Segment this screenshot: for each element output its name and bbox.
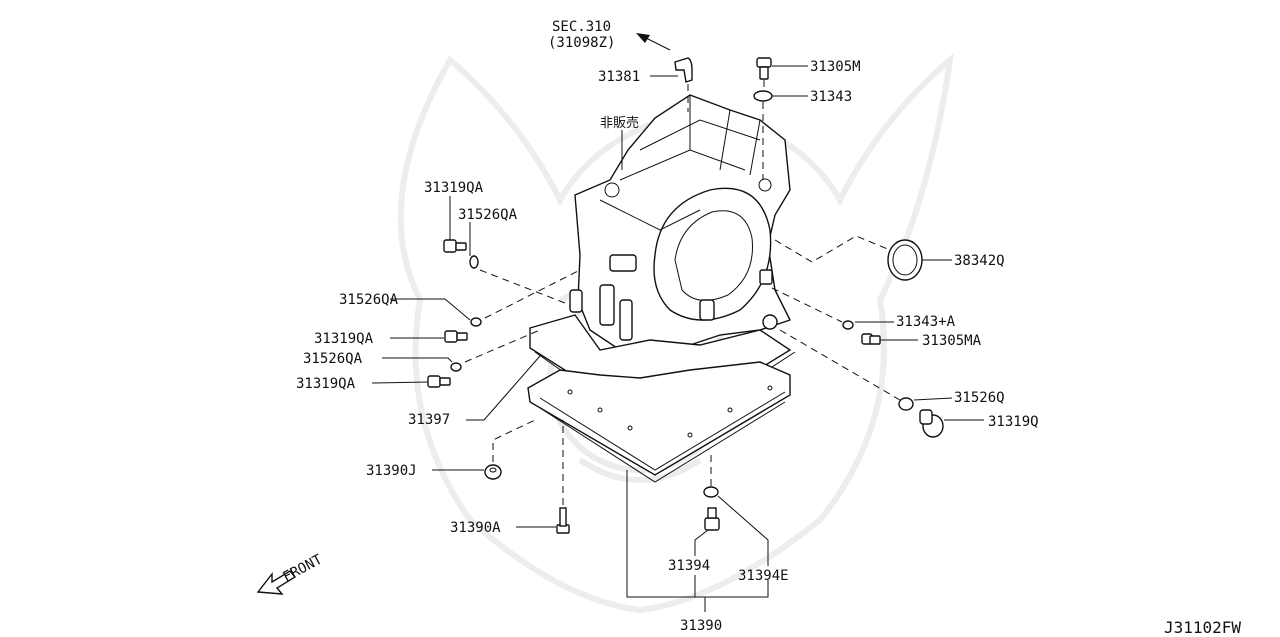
seal-38342q [887, 239, 923, 281]
label-31390: 31390 [680, 618, 722, 634]
label-31526qa-1: 31526QA [458, 207, 518, 223]
o-ring-31526q [898, 397, 914, 411]
plug-31305ma [861, 333, 881, 345]
label-31343: 31343 [810, 89, 852, 105]
label-31319q: 31319Q [988, 414, 1039, 430]
washer-31390j [484, 464, 502, 480]
label-31394e: 31394E [738, 568, 789, 584]
washer-31394e [703, 486, 719, 498]
label-not-for-sale: 非販売 [600, 115, 639, 131]
o-ring-31343 [753, 90, 773, 102]
label-31526qa-3: 31526QA [303, 351, 363, 367]
label-31394: 31394 [668, 558, 710, 574]
drain-plug-31394 [704, 507, 720, 531]
o-ring-31343a [842, 320, 854, 330]
label-31319qa-2: 31319QA [314, 331, 374, 347]
label-31319qa-3: 31319QA [296, 376, 356, 392]
label-38342q: 38342Q [954, 253, 1005, 269]
oil-pan [527, 361, 791, 483]
label-31390j: 31390J [366, 463, 417, 479]
bolt-31319qa-2 [444, 330, 468, 343]
label-31305ma: 31305MA [922, 333, 982, 349]
label-31319qa-1: 31319QA [424, 180, 484, 196]
label-31343a: 31343+A [896, 314, 956, 330]
label-31526q: 31526Q [954, 390, 1005, 406]
o-ring-31526qa-3 [450, 362, 462, 372]
label-front: FRONT [280, 551, 325, 585]
label-31381: 31381 [598, 69, 640, 85]
leader-lines [256, 33, 984, 612]
transmission-case [569, 94, 791, 361]
label-sec-310: SEC.310 [552, 19, 611, 35]
breather-tube [674, 57, 693, 83]
o-ring-31526qa-1 [469, 255, 479, 269]
label-31526qa-2: 31526QA [339, 292, 399, 308]
plug-31319q [919, 409, 944, 438]
figure-code: J31102FW [1164, 618, 1241, 637]
bolt-31390a [556, 507, 570, 534]
label-sec-31098z: (31098Z) [548, 35, 615, 51]
o-ring-31526qa-2 [470, 317, 482, 327]
label-31390a: 31390A [450, 520, 501, 536]
label-31305m: 31305M [810, 59, 861, 75]
bolt-31319qa-3 [427, 375, 451, 388]
label-31397: 31397 [408, 412, 450, 428]
bolt-31319qa-1 [443, 239, 467, 253]
plug-31305m [756, 57, 772, 80]
